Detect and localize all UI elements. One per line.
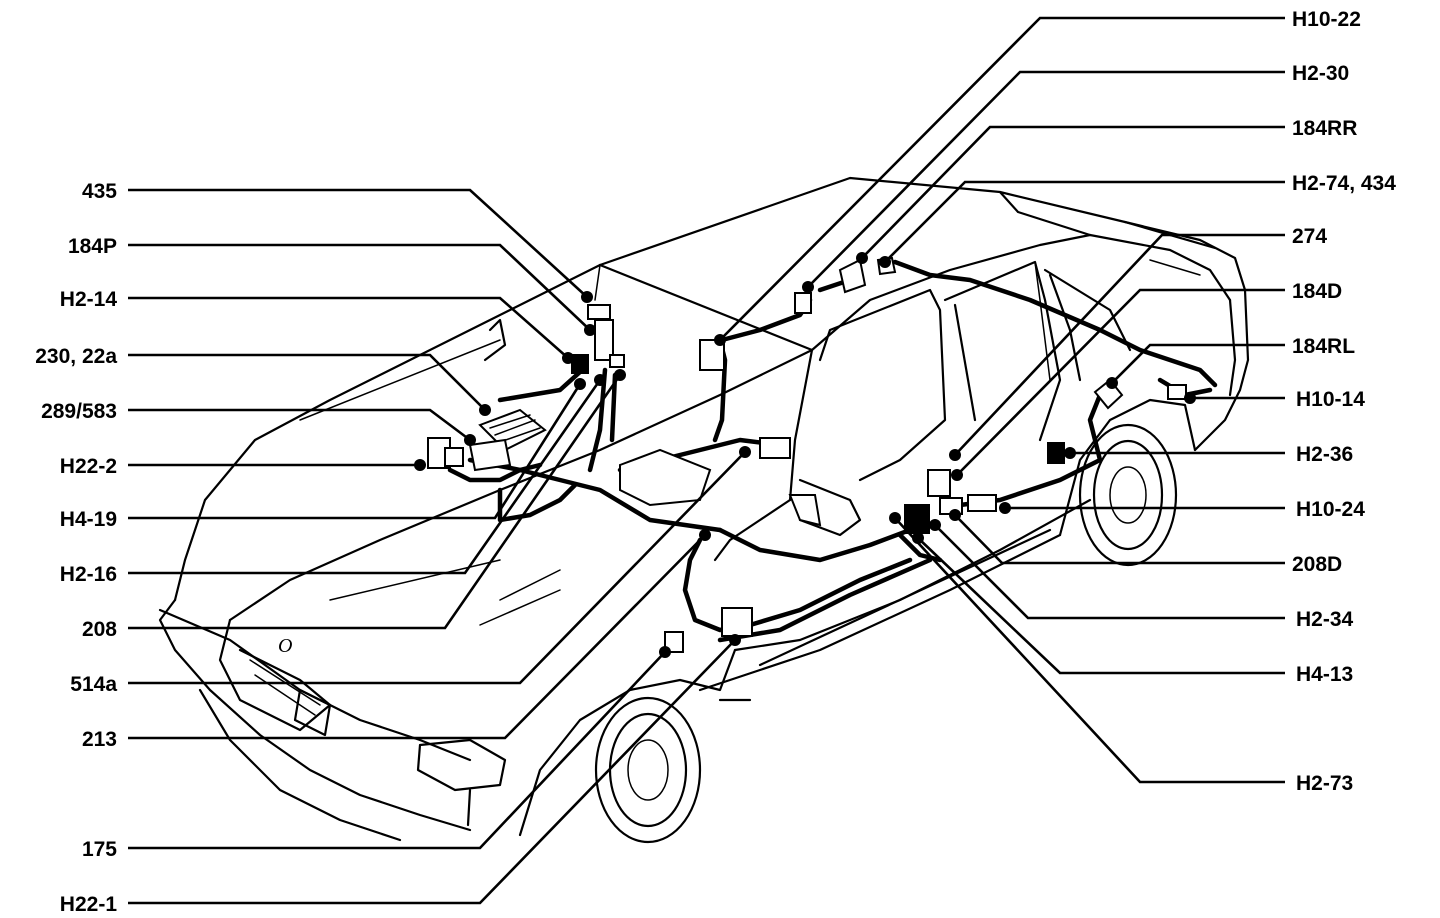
- leader-dot-435: [581, 291, 593, 303]
- label-184P: 184P: [68, 235, 117, 258]
- label-H2-16: H2-16: [60, 563, 117, 586]
- leader-H2-14: [128, 296, 569, 359]
- connector-h2-36: [1047, 442, 1065, 464]
- label-175: 175: [82, 838, 117, 861]
- label-208D: 208D: [1292, 553, 1342, 576]
- leader-514a: [128, 451, 746, 685]
- leader-H4-19: [128, 383, 582, 520]
- label-H2-30: H2-30: [1292, 62, 1349, 85]
- label-289-583: 289/583: [41, 400, 117, 423]
- leader-dot-H2-16: [594, 374, 606, 386]
- label-435: 435: [82, 180, 117, 203]
- dashboard-module: [619, 448, 712, 507]
- leader-dot-H10-24: [999, 502, 1011, 514]
- leader-dot-H2-73: [889, 512, 901, 524]
- components: [427, 256, 1187, 653]
- label-230-22a: 230, 22a: [35, 345, 117, 368]
- leader-dot-514a: [739, 446, 751, 458]
- leader-184RR: [861, 125, 1285, 259]
- leader-dot-213: [699, 529, 711, 541]
- label-H2-74-434: H2-74, 434: [1292, 172, 1396, 195]
- leader-dot-H2-34: [929, 519, 941, 531]
- leader-dot-208: [614, 369, 626, 381]
- leader-213: [128, 534, 706, 740]
- label-H2-73: H2-73: [1296, 772, 1353, 795]
- label-H22-1: H22-1: [60, 893, 118, 916]
- label-H2-34: H2-34: [1296, 608, 1354, 631]
- leader-H10-22: [719, 16, 1285, 341]
- label-208: 208: [82, 618, 117, 641]
- leader-H22-1: [128, 639, 736, 905]
- right-labels: H10-22 H2-30 184RR H2-74, 434 274 184D 1…: [1292, 8, 1396, 795]
- leader-dot-H2-30: [802, 281, 814, 293]
- leader-230-22a: [128, 353, 486, 411]
- leader-175: [128, 651, 666, 850]
- label-H4-19: H4-19: [60, 508, 117, 531]
- leader-dot-184RL: [1106, 377, 1118, 389]
- leader-dot-H4-19: [574, 378, 586, 390]
- label-H2-36: H2-36: [1296, 443, 1353, 466]
- leader-H2-74-434: [884, 180, 1285, 263]
- label-H4-13: H4-13: [1296, 663, 1353, 686]
- leader-dot-H10-14: [1184, 392, 1196, 404]
- label-184RL: 184RL: [1292, 335, 1355, 358]
- wiring-harness: [447, 259, 1218, 643]
- leader-H2-16: [128, 379, 602, 575]
- leader-dot-H10-22: [714, 334, 726, 346]
- label-H22-2: H22-2: [60, 455, 117, 478]
- leader-dot-H2-74-434: [879, 256, 891, 268]
- leader-289-583: [128, 408, 471, 442]
- label-184D: 184D: [1292, 280, 1342, 303]
- connector-274: [927, 469, 951, 497]
- leader-184D: [956, 288, 1285, 476]
- leader-H2-34: [934, 524, 1285, 620]
- leader-dot-H2-36: [1064, 447, 1076, 459]
- leader-274: [954, 233, 1285, 456]
- label-H10-14: H10-14: [1296, 388, 1365, 411]
- leader-lines: [128, 16, 1285, 905]
- leader-H4-13: [917, 537, 1285, 675]
- label-514a: 514a: [70, 673, 117, 696]
- leader-dot-184RR: [856, 252, 868, 264]
- leader-dot-274: [949, 449, 961, 461]
- leader-H2-30: [807, 70, 1285, 288]
- leader-208D: [954, 514, 1285, 565]
- leader-dot-230-22a: [479, 404, 491, 416]
- label-184RR: 184RR: [1292, 117, 1357, 140]
- label-H10-22: H10-22: [1292, 8, 1361, 31]
- battery-box: [468, 438, 512, 472]
- leader-dot-184P: [584, 324, 596, 336]
- leader-435: [128, 188, 588, 298]
- hood-emblem: O: [278, 635, 292, 657]
- leader-dot-184D: [951, 469, 963, 481]
- leader-dot-H22-2: [414, 459, 426, 471]
- leader-dot-175: [659, 646, 671, 658]
- label-213: 213: [82, 728, 117, 751]
- label-H2-14: H2-14: [60, 288, 118, 311]
- leader-dot-H2-14: [562, 352, 574, 364]
- car-illustration: O: [158, 176, 1250, 844]
- leader-dot-208D: [949, 509, 961, 521]
- label-H10-24: H10-24: [1296, 498, 1365, 521]
- leader-dot-H22-1: [729, 634, 741, 646]
- leader-dot-289-583: [464, 434, 476, 446]
- leader-184P: [128, 243, 591, 331]
- leader-184RL: [1111, 343, 1285, 384]
- label-274: 274: [1292, 225, 1327, 248]
- leader-H2-73: [894, 517, 1285, 784]
- connector-front-door: [721, 607, 753, 637]
- left-labels: 435 184P H2-14 230, 22a 289/583 H22-2 H4…: [35, 180, 117, 916]
- leader-208: [128, 374, 622, 630]
